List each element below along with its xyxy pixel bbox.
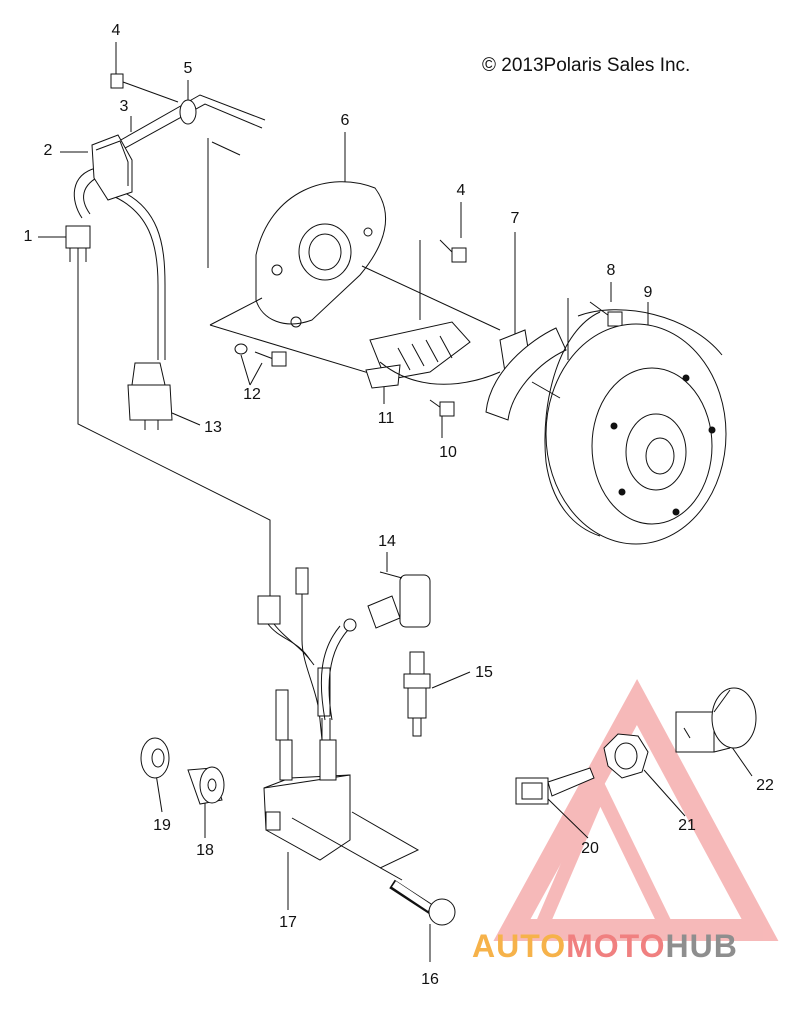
callout-19: 19 bbox=[153, 817, 171, 834]
callout-5: 5 bbox=[183, 60, 193, 77]
watermark-part-hub: HUB bbox=[665, 928, 738, 964]
callout-21: 21 bbox=[678, 817, 696, 834]
callout-10: 10 bbox=[439, 444, 457, 461]
callout-9: 9 bbox=[643, 284, 653, 301]
callout-11: 11 bbox=[377, 410, 395, 427]
callout-12: 12 bbox=[243, 386, 261, 403]
callout-8: 8 bbox=[606, 262, 616, 279]
watermark-text: AUTOMOTOHUB bbox=[472, 928, 738, 965]
watermark-logo bbox=[493, 678, 779, 941]
callout-6: 6 bbox=[340, 112, 350, 129]
watermark-part-moto: MOTO bbox=[566, 928, 666, 964]
callout-4-top: 4 bbox=[111, 22, 121, 39]
callout-18: 18 bbox=[196, 842, 214, 859]
callout-15: 15 bbox=[475, 664, 493, 681]
callout-14: 14 bbox=[378, 533, 396, 550]
callout-22: 22 bbox=[756, 777, 774, 794]
callout-20: 20 bbox=[581, 840, 599, 857]
callout-2: 2 bbox=[43, 142, 53, 159]
callout-7: 7 bbox=[510, 210, 520, 227]
callout-16: 16 bbox=[421, 971, 439, 988]
callout-17: 17 bbox=[279, 914, 297, 931]
callout-3: 3 bbox=[119, 98, 129, 115]
callout-4-middle: 4 bbox=[456, 182, 466, 199]
callout-1: 1 bbox=[23, 228, 33, 245]
callout-13: 13 bbox=[204, 419, 222, 436]
copyright-notice: © 2013Polaris Sales Inc. bbox=[482, 55, 691, 76]
watermark-part-auto: AUTO bbox=[472, 928, 567, 964]
